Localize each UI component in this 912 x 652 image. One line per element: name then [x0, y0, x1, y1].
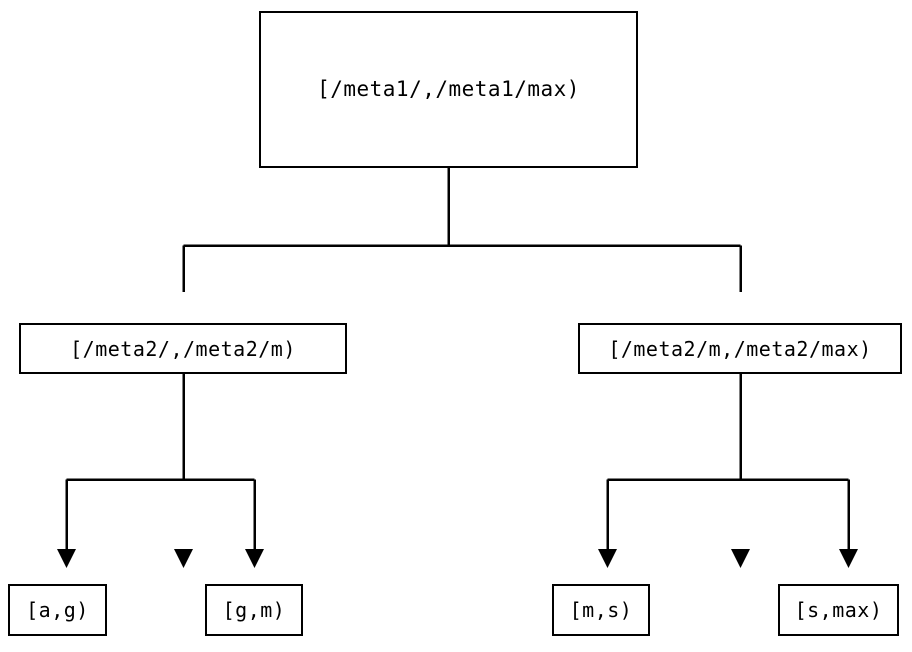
node-leaf-g-m[interactable]: [g,m)	[205, 584, 303, 636]
node-leaf-m-s-label: [m,s)	[569, 598, 633, 622]
node-leaf-s-max-label: [s,max)	[794, 598, 883, 622]
node-mid-left[interactable]: [/meta2/,/meta2/m)	[19, 323, 347, 374]
arrowhead-to-mid-left	[174, 549, 193, 568]
node-leaf-s-max[interactable]: [s,max)	[778, 584, 899, 636]
arrowhead-to-mid-right	[731, 549, 750, 568]
node-root[interactable]: [/meta1/,/meta1/max)	[259, 11, 638, 168]
arrowhead-to-leaf1	[57, 549, 76, 568]
node-leaf-a-g[interactable]: [a,g)	[8, 584, 107, 636]
node-mid-left-label: [/meta2/,/meta2/m)	[70, 336, 296, 361]
arrowhead-to-leaf2	[245, 549, 264, 568]
node-root-label: [/meta1/,/meta1/max)	[317, 77, 580, 101]
node-leaf-a-g-label: [a,g)	[26, 598, 89, 622]
node-mid-right[interactable]: [/meta2/m,/meta2/max)	[578, 323, 902, 374]
arrowhead-to-leaf3	[598, 549, 617, 568]
node-mid-right-label: [/meta2/m,/meta2/max)	[608, 336, 872, 361]
node-leaf-g-m-label: [g,m)	[222, 598, 286, 622]
arrowhead-to-leaf4	[839, 549, 858, 568]
node-leaf-m-s[interactable]: [m,s)	[552, 584, 650, 636]
